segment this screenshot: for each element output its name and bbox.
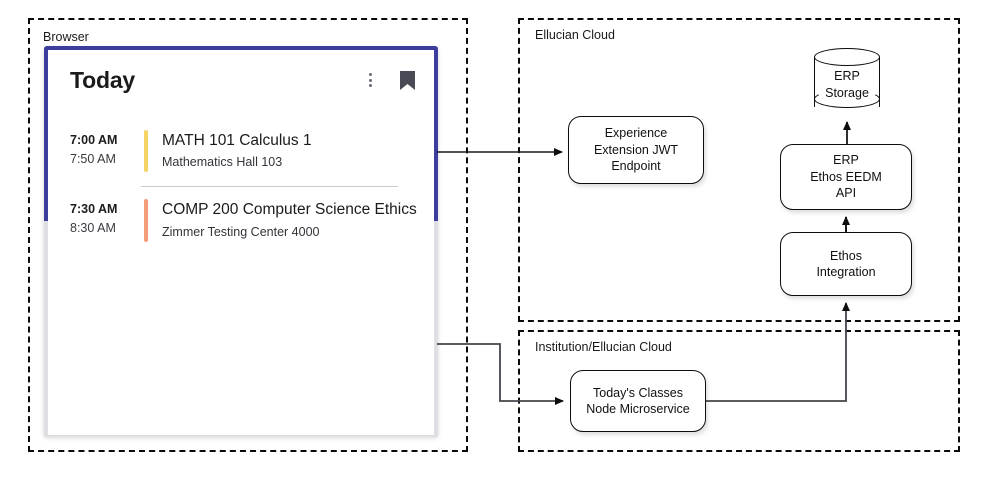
- cylinder-top: [814, 48, 880, 66]
- cylinder-bottom: [814, 90, 880, 108]
- node-ethos-integration[interactable]: Ethos Integration: [780, 232, 912, 296]
- node-erp-storage-label: ERP Storage: [825, 69, 869, 100]
- class-times: 7:00 AM 7:50 AM: [70, 130, 140, 172]
- today-schedule-card: Today 7:00 AM 7:50 AM MATH 101 Calculus …: [44, 46, 438, 436]
- card-header: Today: [48, 50, 434, 110]
- class-name: COMP 200 Computer Science Ethics: [162, 201, 417, 219]
- class-end-time: 7:50 AM: [70, 151, 116, 166]
- card-left-edge-lower: [44, 221, 48, 437]
- class-location: Zimmer Testing Center 4000: [162, 224, 320, 239]
- class-start-time: 7:00 AM: [70, 133, 118, 147]
- node-erp-ethos-eedm-api[interactable]: ERP Ethos EEDM API: [780, 144, 912, 210]
- class-times: 7:30 AM 8:30 AM: [70, 199, 140, 241]
- class-info: MATH 101 Calculus 1 Mathematics Hall 103: [162, 130, 312, 172]
- class-name: MATH 101 Calculus 1: [162, 132, 312, 149]
- card-right-edge-lower: [434, 221, 438, 437]
- class-accent-bar: [144, 199, 148, 242]
- group-browser: [28, 18, 468, 452]
- class-start-time: 7:30 AM: [70, 202, 118, 217]
- bookmark-icon[interactable]: [399, 70, 416, 91]
- class-list-item[interactable]: 7:00 AM 7:50 AM MATH 101 Calculus 1 Math…: [48, 120, 434, 184]
- node-todays-classes-node-microservice[interactable]: Today's Classes Node Microservice: [570, 370, 706, 432]
- class-info: COMP 200 Computer Science Ethics Zimmer …: [162, 199, 417, 241]
- class-end-time: 8:30 AM: [70, 221, 116, 236]
- class-list: 7:00 AM 7:50 AM MATH 101 Calculus 1 Math…: [48, 110, 434, 254]
- node-experience-extension-jwt-endpoint[interactable]: Experience Extension JWT Endpoint: [568, 116, 704, 184]
- kebab-menu-icon[interactable]: [364, 70, 377, 90]
- card-title: Today: [70, 66, 136, 93]
- group-ellucian-cloud-label: Ellucian Cloud: [532, 28, 618, 43]
- card-header-actions: [364, 70, 416, 91]
- group-institution-label: Institution/Ellucian Cloud: [532, 340, 675, 355]
- node-erp-storage[interactable]: ERP Storage: [814, 48, 880, 116]
- class-list-item[interactable]: 7:30 AM 8:30 AM COMP 200 Computer Scienc…: [48, 189, 434, 253]
- class-list-divider: [141, 186, 398, 188]
- class-accent-bar: [144, 130, 148, 173]
- class-location: Mathematics Hall 103: [162, 155, 283, 170]
- group-browser-label: Browser: [40, 30, 92, 45]
